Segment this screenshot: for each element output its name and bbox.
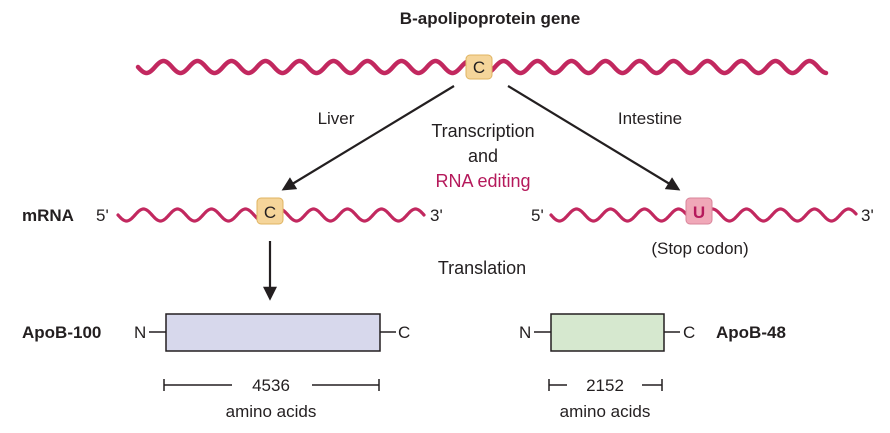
liver-label: Liver <box>318 109 355 128</box>
apob48-label: ApoB-48 <box>716 323 786 342</box>
intestine-mrna-u-nucleotide: U <box>693 203 705 222</box>
and-label: and <box>468 146 498 166</box>
intestine-arrow <box>507 85 681 191</box>
stop-codon-note: (Stop codon) <box>651 239 748 258</box>
left-five-prime: 5' <box>96 206 109 225</box>
rna-editing-label: RNA editing <box>435 171 530 191</box>
apob100-label: ApoB-100 <box>22 323 101 342</box>
apob48-length-unit: amino acids <box>560 402 651 421</box>
right-three-prime: 3' <box>861 206 874 225</box>
mrna-label: mRNA <box>22 206 74 225</box>
apob48-length: 2152 <box>586 376 624 395</box>
apob48-c-terminus: C <box>683 323 695 342</box>
apob100-n-terminus: N <box>134 323 146 342</box>
translation-label: Translation <box>438 258 526 278</box>
gene-c-highlight <box>465 54 493 80</box>
liver-arrow <box>281 85 455 191</box>
transcription-label: Transcription <box>431 121 534 141</box>
gene-title: B-apolipoprotein gene <box>400 9 580 28</box>
right-five-prime: 5' <box>531 206 544 225</box>
apob48-bar <box>550 313 665 352</box>
apob100-length: 4536 <box>252 376 290 395</box>
apob100-length-unit: amino acids <box>226 402 317 421</box>
apob100-bar <box>165 313 381 352</box>
apob48-n-terminus: N <box>519 323 531 342</box>
apob100-c-terminus: C <box>398 323 410 342</box>
gene-c-nucleotide: C <box>473 58 485 77</box>
intestine-label: Intestine <box>618 109 682 128</box>
liver-mrna-c-nucleotide: C <box>264 203 276 222</box>
intestine-mrna-u-highlight <box>685 197 713 225</box>
left-three-prime: 3' <box>430 206 443 225</box>
liver-mrna-c-highlight <box>256 197 284 225</box>
